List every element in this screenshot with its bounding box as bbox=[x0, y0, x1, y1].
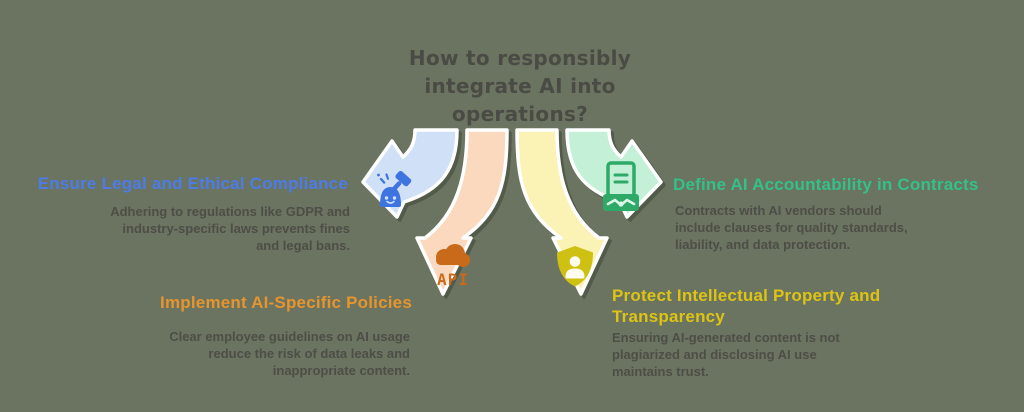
ip-description: Ensuring AI-generated content is not pla… bbox=[612, 330, 840, 379]
ip-heading: Protect Intellectual Property and Transp… bbox=[612, 286, 881, 327]
shield-user-icon bbox=[557, 246, 593, 287]
policies-description: Clear employee guidelines on AI usage re… bbox=[169, 329, 410, 378]
compliance-description: Adhering to regulations like GDPR and in… bbox=[110, 204, 350, 253]
contracts-heading: Define AI Accountability in Contracts bbox=[673, 175, 979, 194]
page-title: How to responsibly integrate AI into ope… bbox=[408, 46, 632, 126]
policies-heading: Implement AI-Specific Policies bbox=[160, 293, 412, 312]
cloud-api-icon: API bbox=[436, 244, 470, 289]
compliance-heading: Ensure Legal and Ethical Compliance bbox=[37, 174, 348, 193]
api-label: API bbox=[437, 270, 469, 289]
contract-handshake-icon bbox=[603, 161, 639, 211]
contracts-description: Contracts with AI vendors should include… bbox=[675, 203, 908, 252]
gavel-icon bbox=[377, 170, 412, 207]
